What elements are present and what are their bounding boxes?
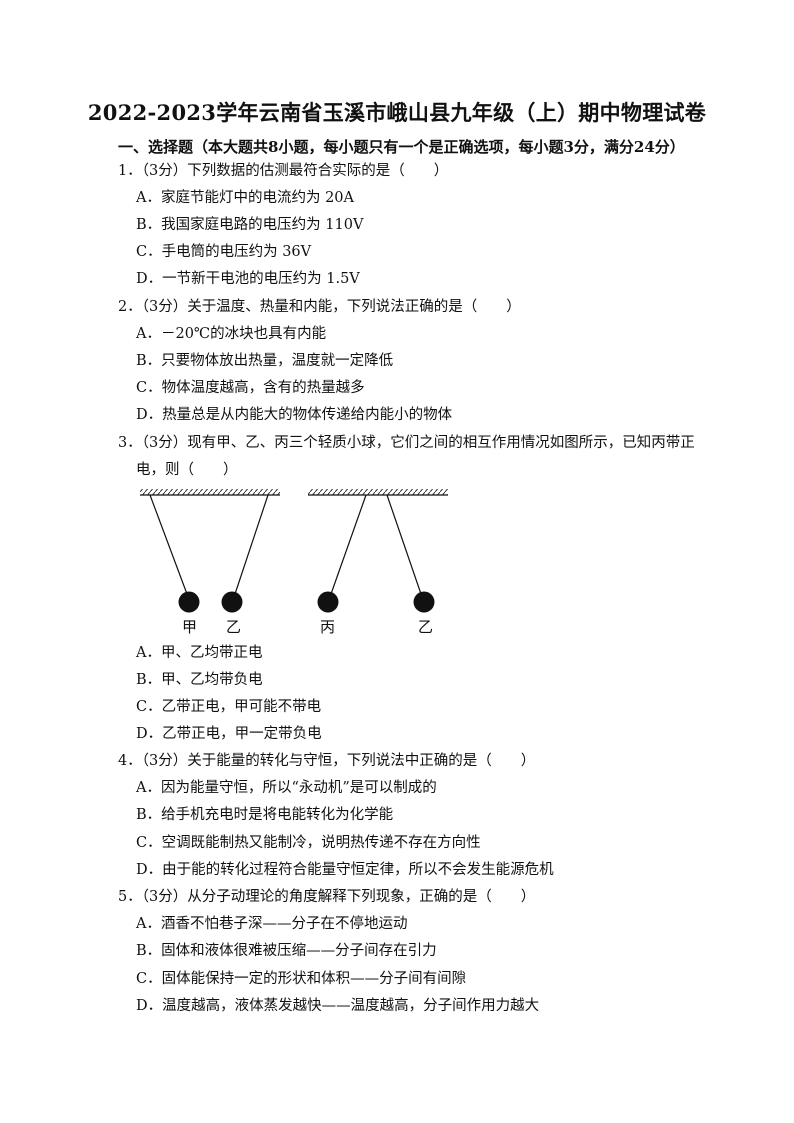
question-1-option-d: D．一节新干电池的电压约为 1.5V bbox=[136, 271, 360, 287]
label-bing: 丙 bbox=[320, 618, 335, 636]
question-2-option-a: A．－20℃的冰块也具有内能 bbox=[136, 326, 327, 342]
left-ceiling-hatch bbox=[140, 489, 280, 495]
question-4-option-a: A．因为能量守恒，所以“永动机”是可以制成的 bbox=[136, 780, 437, 796]
question-3-stem: 3．（3分）现有甲、乙、丙三个轻质小球，它们之间的相互作用情况如图所示，已知丙带… bbox=[118, 435, 695, 451]
question-5-option-d: D．温度越高，液体蒸发越快——温度越高，分子间作用力越大 bbox=[136, 998, 540, 1014]
label-yi-1: 乙 bbox=[226, 618, 241, 636]
label-yi-2: 乙 bbox=[418, 618, 433, 636]
question-4-stem: 4．（3分）关于能量的转化与守恒，下列说法中正确的是（ ） bbox=[118, 753, 536, 769]
question-5-stem: 5．（3分）从分子动理论的角度解释下列现象，正确的是（ ） bbox=[118, 889, 536, 905]
question-3-option-d: D．乙带正电，甲一定带负电 bbox=[136, 726, 322, 742]
ball-yi-right bbox=[413, 591, 435, 613]
question-4-option-b: B．给手机充电时是将电能转化为化学能 bbox=[136, 807, 394, 823]
question-1-option-b: B．我国家庭电路的电压约为 110V bbox=[136, 217, 364, 233]
question-5-option-b: B．固体和液体很难被压缩——分子间存在引力 bbox=[136, 943, 437, 959]
question-4-option-c: C．空调既能制热又能制冷，说明热传递不存在方向性 bbox=[136, 835, 481, 851]
question-3-option-a: A．甲、乙均带正电 bbox=[136, 645, 263, 661]
string-left-1 bbox=[149, 494, 188, 595]
question-4-option-d: D．由于能的转化过程符合能量守恒定律，所以不会发生能源危机 bbox=[136, 862, 554, 878]
question-3-option-b: B．甲、乙均带负电 bbox=[136, 672, 263, 688]
question-2-option-b: B．只要物体放出热量，温度就一定降低 bbox=[136, 353, 394, 369]
question-5-option-c: C．固体能保持一定的形状和体积——分子间有间隙 bbox=[136, 971, 467, 987]
question-2-option-c: C．物体温度越高，含有的热量越多 bbox=[136, 380, 365, 396]
question-1-option-a: A．家庭节能灯中的电流约为 20A bbox=[136, 190, 355, 206]
question-2-stem: 2．（3分）关于温度、热量和内能，下列说法正确的是（ ） bbox=[118, 299, 521, 315]
question-3-stem-continued: 电，则（ ） bbox=[136, 462, 238, 478]
string-right-1 bbox=[330, 494, 367, 595]
ball-jia bbox=[178, 591, 200, 613]
question-1-option-c: C．手电筒的电压约为 36V bbox=[136, 244, 312, 260]
question-1-stem: 1．（3分）下列数据的估测最符合实际的是（ ） bbox=[118, 163, 449, 179]
label-jia: 甲 bbox=[182, 618, 197, 636]
question-5-option-a: A．酒香不怕巷子深——分子在不停地运动 bbox=[136, 916, 408, 932]
question-2-option-d: D．热量总是从内能大的物体传递给内能小的物体 bbox=[136, 407, 453, 423]
right-ceiling-hatch bbox=[308, 489, 448, 495]
question-3-option-c: C．乙带正电，甲可能不带电 bbox=[136, 699, 322, 715]
section-heading: 一、选择题（本大题共8小题，每小题只有一个是正确选项，每小题3分，满分24分） bbox=[118, 138, 685, 156]
ball-bing bbox=[317, 591, 339, 613]
exam-title: 2022-2023学年云南省玉溪市峨山县九年级（上）期中物理试卷 bbox=[87, 100, 707, 125]
string-right-2 bbox=[386, 494, 422, 595]
string-left-2 bbox=[234, 494, 269, 595]
ball-yi-left bbox=[221, 591, 243, 613]
